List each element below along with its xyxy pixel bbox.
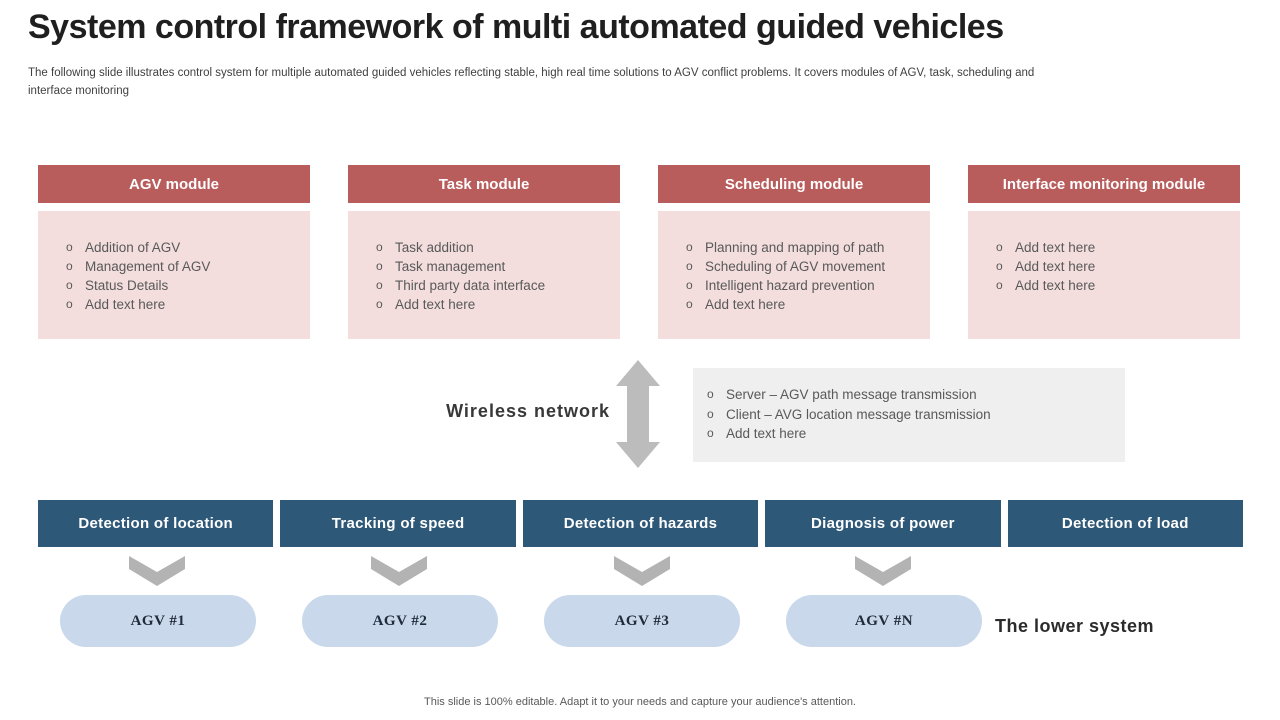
- detection-row: Detection of location Tracking of speed …: [38, 500, 1243, 547]
- module-item: Add text here: [996, 257, 1232, 276]
- module-scheduling: Scheduling module Planning and mapping o…: [658, 165, 930, 339]
- module-task: Task module Task addition Task managemen…: [348, 165, 620, 339]
- module-item: Add text here: [376, 295, 612, 314]
- module-scheduling-header: Scheduling module: [658, 165, 930, 203]
- module-item: Add text here: [996, 238, 1232, 257]
- module-interface-monitoring-body: Add text here Add text here Add text her…: [968, 211, 1240, 339]
- module-interface-monitoring-header: Interface monitoring module: [968, 165, 1240, 203]
- module-task-header: Task module: [348, 165, 620, 203]
- detect-box-load: Detection of load: [1007, 500, 1243, 547]
- footer-note: This slide is 100% editable. Adapt it to…: [424, 696, 856, 708]
- lower-system-label: The lower system: [995, 616, 1155, 636]
- slide-subtitle: The following slide illustrates control …: [28, 67, 1035, 98]
- module-item: Add text here: [66, 295, 302, 314]
- double-arrow-icon: [616, 360, 660, 468]
- module-agv-body: Addition of AGV Management of AGV Status…: [38, 211, 310, 339]
- module-item: Task addition: [376, 238, 612, 257]
- module-item: Add text here: [996, 276, 1232, 295]
- module-item: Addition of AGV: [66, 238, 302, 257]
- module-task-body: Task addition Task management Third part…: [348, 211, 620, 339]
- detect-box-power: Diagnosis of power: [765, 500, 1001, 547]
- network-info-box: Server – AGV path message transmission C…: [693, 368, 1125, 462]
- agv-pill-n: AGV #N: [786, 595, 982, 647]
- modules-row: AGV module Addition of AGV Management of…: [38, 165, 1240, 339]
- agv-pill-3: AGV #3: [544, 595, 740, 647]
- detect-box-location: Detection of location: [38, 500, 274, 547]
- chevron-down-icon: [371, 556, 427, 586]
- detect-box-speed: Tracking of speed: [280, 500, 516, 547]
- module-item: Intelligent hazard prevention: [686, 276, 922, 295]
- module-item: Add text here: [686, 295, 922, 314]
- module-item: Status Details: [66, 276, 302, 295]
- network-item: Server – AGV path message transmission: [707, 385, 1115, 405]
- module-item: Third party data interface: [376, 276, 612, 295]
- module-agv: AGV module Addition of AGV Management of…: [38, 165, 310, 339]
- module-interface-monitoring: Interface monitoring module Add text her…: [968, 165, 1240, 339]
- network-item: Add text here: [707, 424, 1115, 444]
- wireless-network-label: Wireless network: [446, 401, 610, 421]
- network-item: Client – AVG location message transmissi…: [707, 405, 1115, 425]
- chevron-down-icon: [129, 556, 185, 586]
- module-agv-header: AGV module: [38, 165, 310, 203]
- module-scheduling-body: Planning and mapping of path Scheduling …: [658, 211, 930, 339]
- module-item: Planning and mapping of path: [686, 238, 922, 257]
- detect-box-hazards: Detection of hazards: [522, 500, 759, 547]
- agv-pill-2: AGV #2: [302, 595, 498, 647]
- page-title: System control framework of multi automa…: [28, 8, 1004, 46]
- chevron-down-icon: [855, 556, 911, 586]
- module-item: Scheduling of AGV movement: [686, 257, 922, 276]
- chevron-down-icon: [614, 556, 670, 586]
- module-item: Task management: [376, 257, 612, 276]
- agv-pill-1: AGV #1: [60, 595, 256, 647]
- module-item: Management of AGV: [66, 257, 302, 276]
